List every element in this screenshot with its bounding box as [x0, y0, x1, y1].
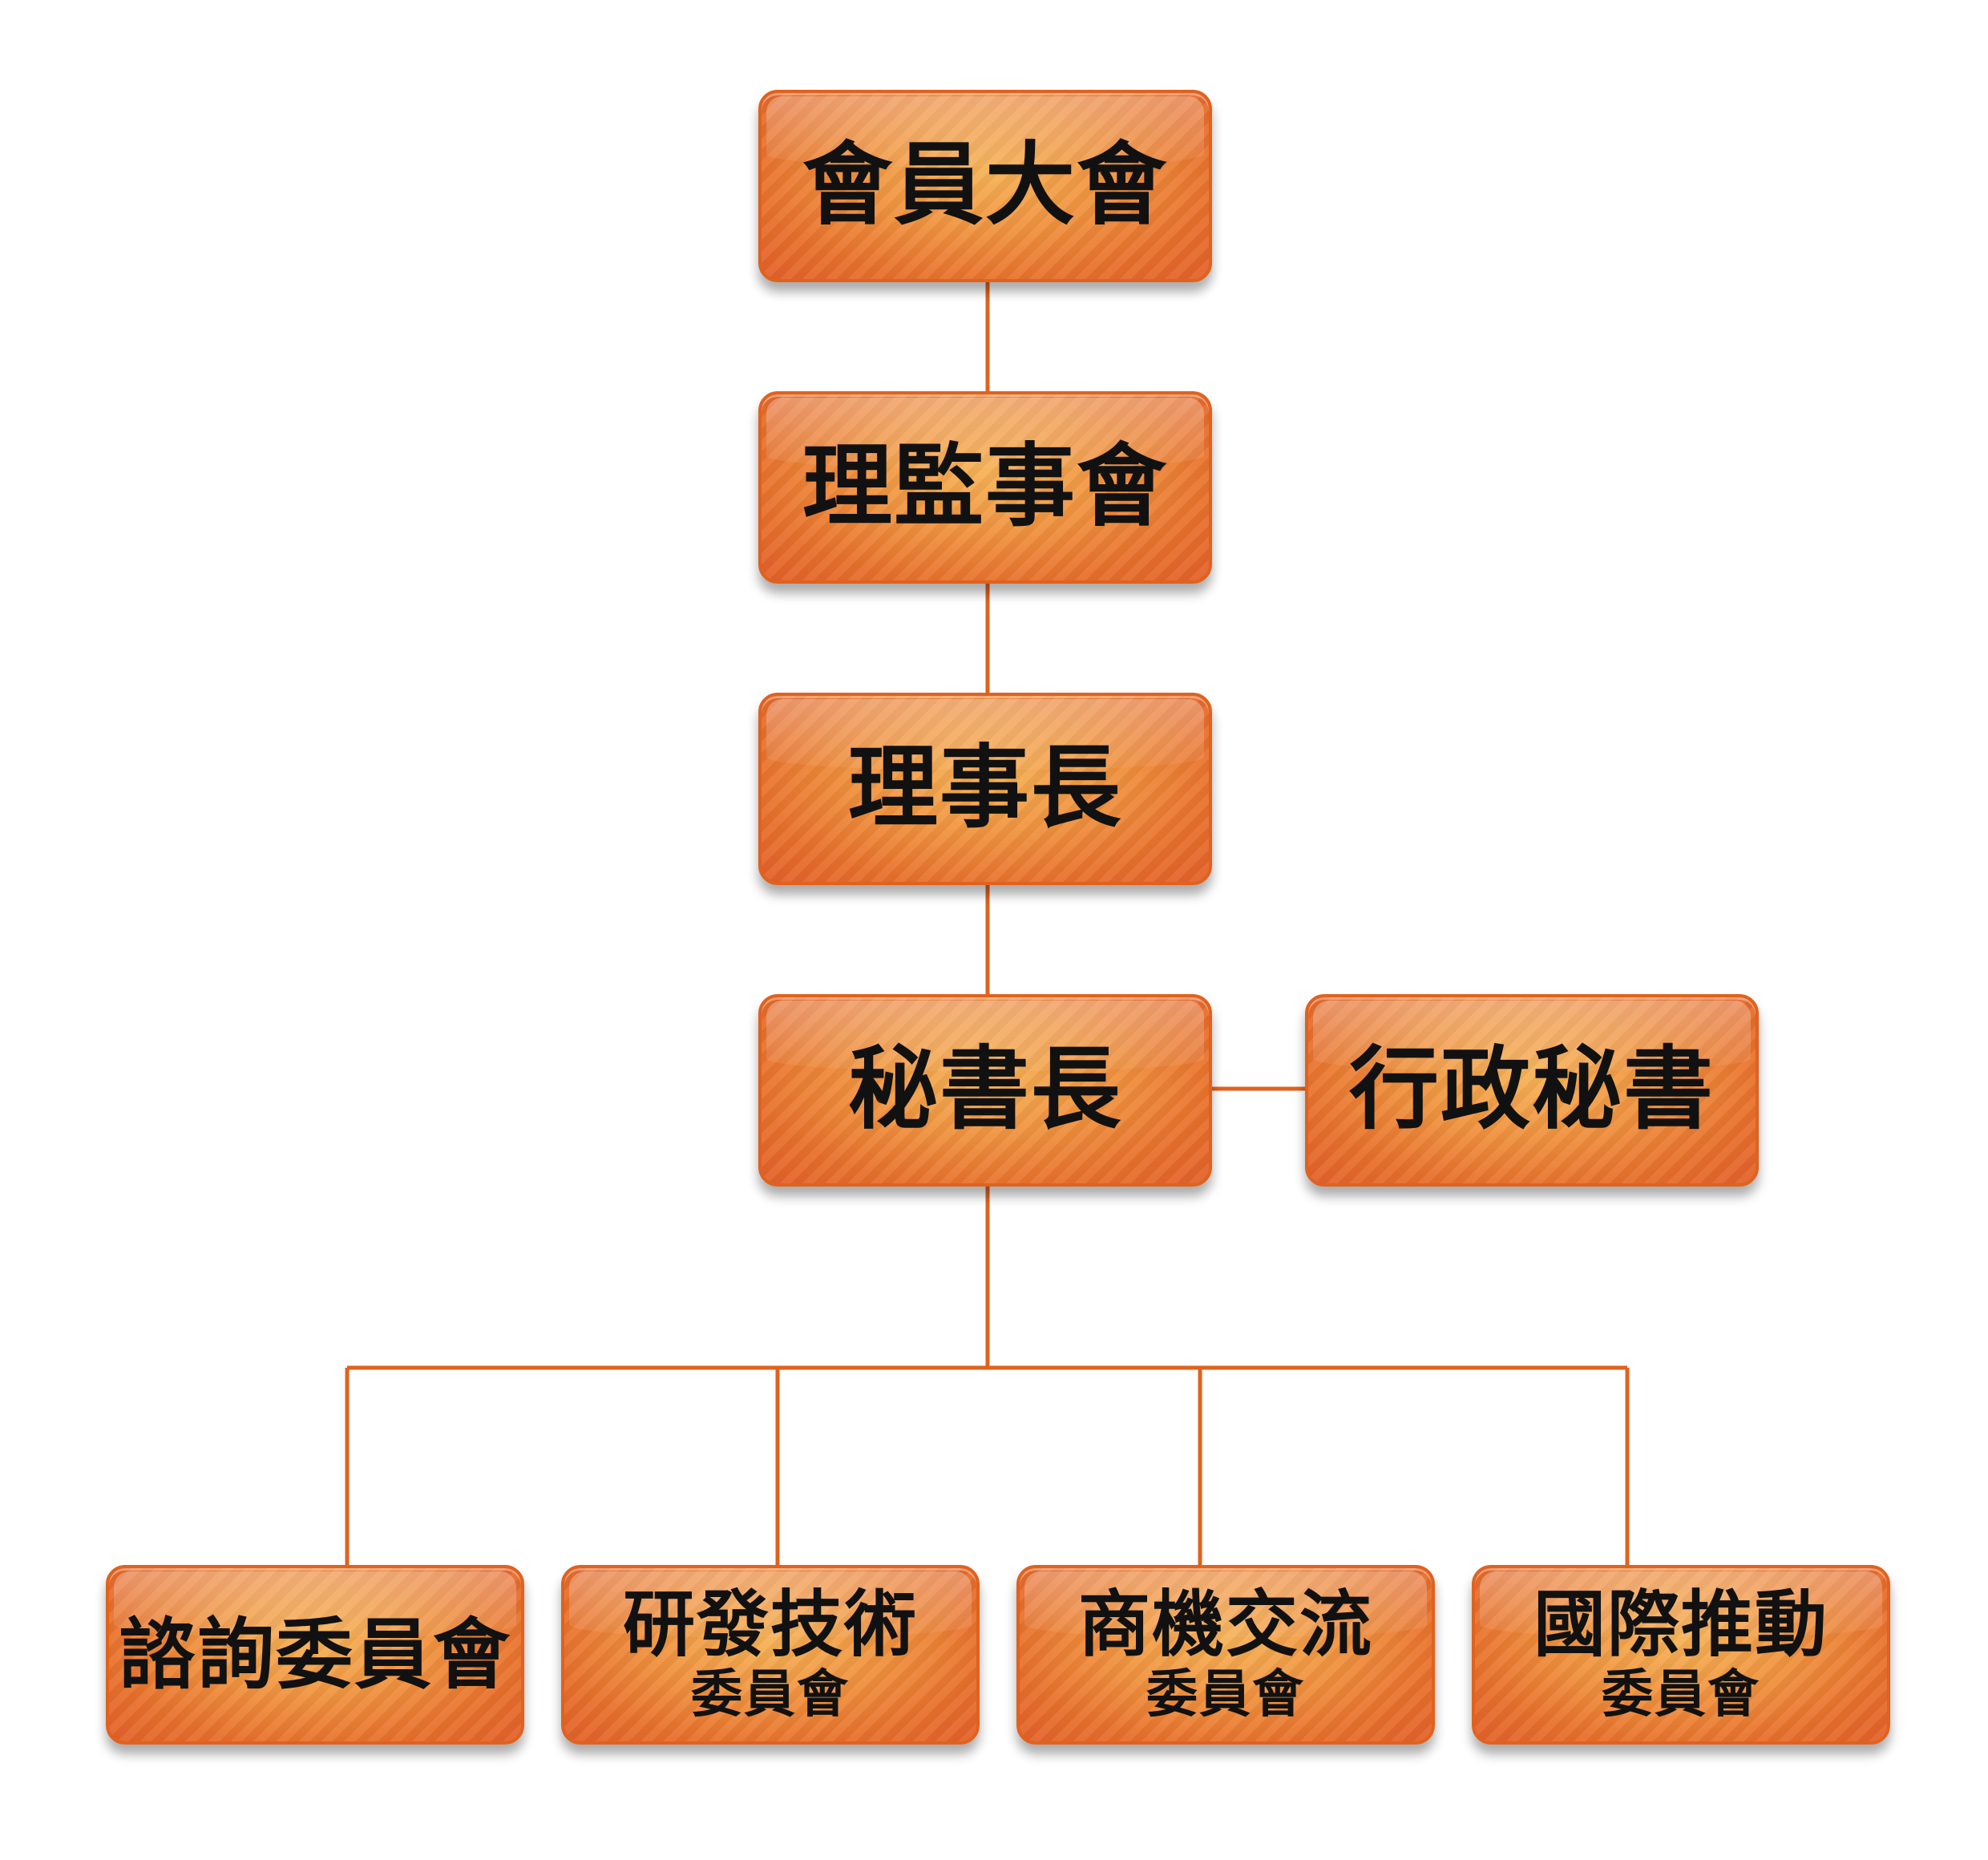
general-assembly-box: 會員大會: [758, 90, 1212, 282]
rnd-committee-sublabel: 委員會: [691, 1664, 850, 1725]
admin-secretary-box: 行政秘書: [1305, 994, 1759, 1187]
business-committee-sublabel: 委員會: [1146, 1664, 1305, 1725]
international-committee-box: 國際推動 委員會: [1472, 1565, 1890, 1745]
advisory-committee-box: 諮詢委員會: [106, 1565, 524, 1745]
chairman-label: 理事長: [848, 736, 1122, 841]
board-label: 理監事會: [802, 435, 1168, 540]
business-committee-label: 商機交流: [1078, 1583, 1373, 1668]
rnd-committee-label: 研發技術: [623, 1583, 918, 1668]
advisory-committee-label: 諮詢委員會: [119, 1609, 511, 1700]
rnd-committee-box: 研發技術 委員會: [561, 1565, 980, 1745]
secretary-general-box: 秘書長: [758, 994, 1212, 1187]
international-committee-sublabel: 委員會: [1602, 1664, 1760, 1725]
chairman-box: 理事長: [758, 693, 1212, 885]
board-box: 理監事會: [758, 391, 1212, 584]
general-assembly-label: 會員大會: [802, 133, 1168, 238]
secretary-general-label: 秘書長: [848, 1037, 1122, 1142]
admin-secretary-label: 行政秘書: [1349, 1037, 1715, 1142]
international-committee-label: 國際推動: [1533, 1583, 1828, 1668]
business-committee-box: 商機交流 委員會: [1016, 1565, 1435, 1745]
